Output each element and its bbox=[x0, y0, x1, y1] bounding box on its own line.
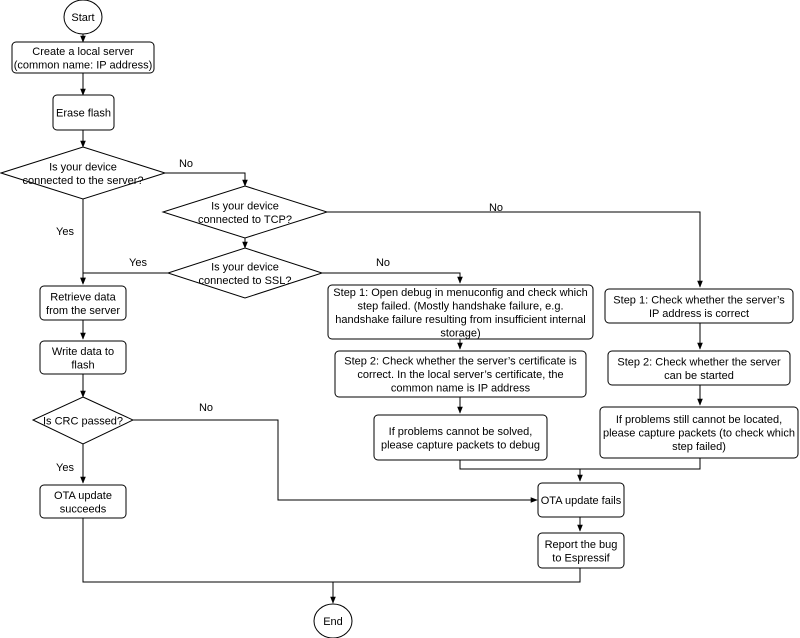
edge-ota-succeeds-to-end bbox=[82, 518, 333, 583]
label-server-no: No bbox=[179, 158, 193, 170]
label-crc-no: No bbox=[199, 402, 213, 414]
erase-flash-node: Erase flash bbox=[56, 108, 111, 120]
node-label-line: Retrieve data bbox=[50, 291, 116, 303]
edge-tcp-capture-to-ota-fails bbox=[580, 458, 701, 470]
ssl-step2-node: Step 2: Check whether the server’s certi… bbox=[344, 356, 577, 395]
node-label-line: Create a local server bbox=[32, 46, 134, 58]
connected-ssl-diamond bbox=[166, 247, 324, 299]
node-label-line: Erase flash bbox=[56, 108, 111, 120]
end-node-shape bbox=[313, 603, 353, 638]
tcp-capture-node: If problems still cannot be located, plea… bbox=[603, 414, 795, 453]
edge-report-to-end bbox=[330, 568, 581, 604]
node-label-line: from the server bbox=[46, 305, 120, 317]
ssl-capture-node: If problems cannot be solved,please capt… bbox=[381, 426, 540, 452]
node-label-line: Start bbox=[71, 12, 94, 24]
node-label-line: connected to the server? bbox=[22, 175, 143, 187]
node-label-line: Is your device bbox=[211, 261, 279, 273]
node-label-line: Step 2: Check whether the server’s certi… bbox=[344, 356, 577, 368]
node-label-line: handshake failure resulting from insuffi… bbox=[335, 314, 586, 326]
node-label-line: common name is IP address bbox=[391, 383, 531, 395]
ssl-step2-box bbox=[334, 350, 587, 398]
node-label-line: succeeds bbox=[60, 503, 107, 515]
ssl-capture-box bbox=[373, 414, 548, 461]
tcp-step1-node: Step 1: Check whether the server’s IP add… bbox=[613, 294, 785, 320]
node-label-line: Step 1: Open debug in menuconfig and che… bbox=[333, 287, 587, 299]
report-bug-box bbox=[537, 532, 625, 569]
node-label-line: Is your device bbox=[211, 200, 279, 212]
write-data-box bbox=[39, 340, 127, 375]
node-label-line: Step 2: Check whether the server bbox=[617, 356, 781, 368]
node-label-line: connected to TCP? bbox=[198, 214, 292, 226]
label-ssl-no: No bbox=[376, 257, 390, 269]
node-label-line: Is CRC passed? bbox=[43, 416, 123, 428]
node-label-line: End bbox=[323, 616, 343, 628]
edge-tcp-no-to-tcp-step1 bbox=[327, 211, 703, 288]
node-label-line: Write data to bbox=[52, 346, 114, 358]
node-label-line: storage) bbox=[440, 327, 480, 339]
node-label-line: IP address is correct bbox=[649, 308, 749, 320]
node-label-line: step failed. (Mostly handshake failure, … bbox=[357, 300, 563, 312]
node-label-line: Report the bug bbox=[545, 539, 618, 551]
tcp-step2-node: Step 2: Check whether the server can be s… bbox=[617, 356, 781, 382]
ota-fails-box bbox=[537, 482, 625, 518]
tcp-capture-box bbox=[599, 406, 799, 459]
node-label-line: connected to SSL? bbox=[199, 275, 292, 287]
node-label-line: If problems still cannot be located, bbox=[616, 414, 782, 426]
node-label-line: Step 1: Check whether the server’s bbox=[613, 294, 785, 306]
tcp-step2-box bbox=[607, 350, 791, 386]
node-label-line: please capture packets (to check which bbox=[603, 428, 795, 440]
node-label-line: to Espressif bbox=[552, 552, 610, 564]
edge-ssl-yes-to-retrieve bbox=[80, 272, 168, 285]
node-label-line: OTA update fails bbox=[541, 495, 622, 507]
node-label-line: correct. In the local server’s certifica… bbox=[357, 369, 563, 381]
node-label-line: If problems cannot be solved, bbox=[389, 426, 533, 438]
crc-question: Is CRC passed? bbox=[43, 416, 123, 428]
label-tcp-no: No bbox=[489, 202, 503, 214]
retrieve-data-box bbox=[39, 285, 127, 321]
node-label-line: flash bbox=[71, 359, 94, 371]
node-label-line: step failed) bbox=[672, 441, 726, 453]
label-server-yes: Yes bbox=[56, 226, 74, 238]
connected-tcp-question: Is your device connected to TCP? bbox=[198, 200, 292, 226]
edge-server-no-to-tcp bbox=[165, 172, 248, 187]
ota-fails-node: OTA update fails bbox=[541, 495, 622, 507]
node-label-line: OTA update bbox=[54, 490, 112, 502]
edge-crc-no-to-ota-fails bbox=[133, 419, 538, 503]
crc-diamond bbox=[31, 396, 135, 445]
edge-labels: No Yes No Yes No No Yes bbox=[56, 158, 503, 474]
ssl-step1-box bbox=[327, 284, 594, 340]
node-label-line: can be started bbox=[664, 370, 734, 382]
label-ssl-yes: Yes bbox=[129, 257, 147, 269]
tcp-step1-box bbox=[604, 288, 794, 324]
connected-ssl-question: Is your device connected to SSL? bbox=[199, 261, 292, 287]
edge-ssl-capture-to-ota-fails bbox=[459, 460, 583, 482]
create-server-node: Create a local server(common name: IP ad… bbox=[14, 46, 153, 72]
ota-succeeds-box bbox=[39, 484, 127, 519]
start-node: Start bbox=[71, 12, 94, 24]
create-server-box bbox=[11, 41, 155, 74]
connected-server-question: Is your device connected to the server? bbox=[22, 161, 143, 187]
edges bbox=[80, 34, 703, 604]
edge-ssl-no-to-ssl-step1 bbox=[322, 272, 463, 284]
erase-flash-box bbox=[52, 94, 115, 131]
node-label-line: Is your device bbox=[49, 161, 117, 173]
ssl-step1-node: Step 1: Open debug in menuconfig and che… bbox=[333, 287, 587, 340]
end-node: End bbox=[323, 616, 343, 628]
start-node-shape bbox=[63, 0, 103, 35]
connected-tcp-diamond bbox=[161, 185, 329, 239]
node-label-line: (common name: IP address) bbox=[14, 59, 153, 71]
retrieve-data-node: Retrieve data from the server bbox=[46, 291, 120, 317]
node-label-line: please capture packets to debug bbox=[381, 439, 540, 451]
connected-server-diamond bbox=[0, 146, 167, 200]
label-crc-yes: Yes bbox=[56, 462, 74, 474]
